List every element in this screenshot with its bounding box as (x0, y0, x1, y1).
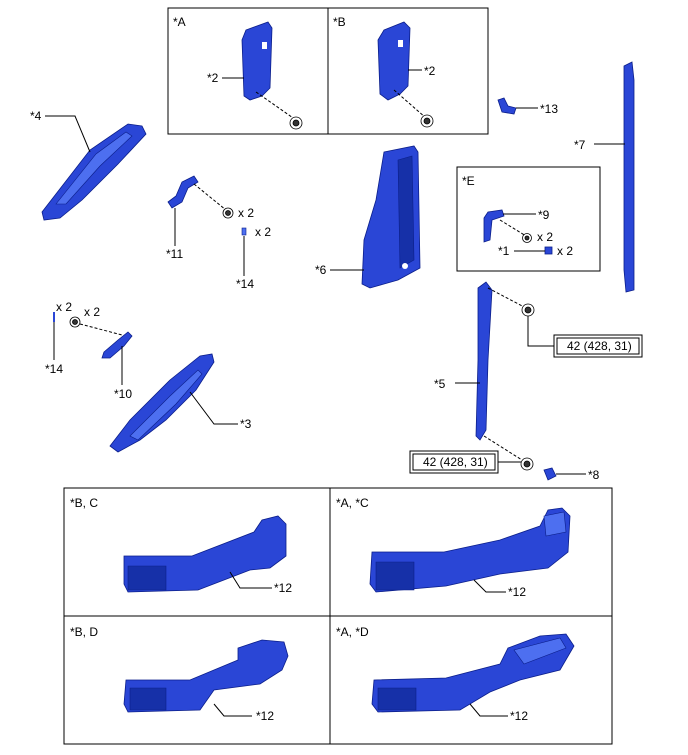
callout-13: *13 (540, 102, 558, 116)
clip-13 (497, 97, 517, 115)
callout-14a: *14 (236, 277, 254, 291)
assist-grip-9 (483, 209, 505, 243)
leader-12-bc (229, 571, 272, 589)
callout-6: *6 (315, 263, 327, 277)
cell-bd-label: *B, D (70, 625, 98, 639)
callout-11: *11 (166, 247, 183, 261)
callout-12-ad: *12 (510, 709, 528, 723)
box-e-frame (456, 166, 601, 272)
cell-bc-label: *B, C (70, 496, 98, 510)
callout-12-bd: *12 (256, 709, 274, 723)
leader-12-ad (469, 703, 508, 717)
box-a-label: *A (173, 15, 186, 29)
bolt-upper (521, 303, 535, 317)
pillar-garnish-2b-clip-hole (398, 40, 403, 47)
weatherstrip-7 (623, 61, 635, 293)
center-pillar-garnish-6-side (397, 155, 415, 269)
scuff-plate-12-ac-grid (543, 511, 567, 537)
scuff-plate-12-ac (369, 507, 571, 593)
scuff-plate-12-ad-grid (513, 637, 567, 665)
callout-9: *9 (538, 208, 550, 222)
bolt-10 (69, 316, 81, 328)
callout-7: *7 (574, 138, 586, 152)
torque-box-lower-inner (412, 453, 496, 471)
scuff-plate-12-ad-end (377, 687, 417, 711)
assist-grip-11 (167, 175, 199, 209)
leader-torque-upper (527, 316, 554, 347)
scuff-plate-12-bc-end (127, 565, 167, 591)
leader-5-lower-bolt (483, 435, 523, 461)
pillar-garnish-2a (241, 21, 273, 101)
leader-12-ac (473, 579, 506, 593)
screw-2a (289, 116, 303, 130)
box-a-b-group: *A *B *2 *2 (167, 7, 489, 135)
pillar-garnish-2b (377, 21, 411, 101)
scuff-plate-12-ac-end (375, 561, 415, 591)
qty-9-bolt: x 2 (537, 230, 553, 244)
callout-12-ac: *12 (508, 585, 526, 599)
leader-5-upper-bolt (487, 287, 527, 309)
qty-1: x 2 (557, 244, 573, 258)
callout-8: *8 (588, 468, 600, 482)
leader-12-bd (213, 703, 252, 717)
screw-2b (420, 114, 434, 128)
clip-8 (543, 467, 557, 481)
bolt-lower (520, 457, 534, 471)
box-e-group: *E *9 x 2 *1 x 2 (456, 166, 601, 272)
callout-10: *10 (114, 387, 132, 401)
qty-14b: x 2 (56, 300, 72, 314)
leader-11-bolt (193, 183, 227, 211)
scuff-plate-12-bd-end (129, 687, 167, 711)
leader-9-bolt (499, 219, 527, 237)
leader-2b-bolt (393, 89, 427, 119)
callout-3: *3 (240, 417, 252, 431)
callout-4: *4 (30, 109, 42, 123)
scuff-plate-grid: *B, C *A, *C *B, D *A, *D *12 *12 *12 *1… (63, 487, 613, 745)
pillar-garnish-4-highlight (55, 131, 133, 205)
box-b-label: *B (333, 15, 346, 29)
center-pillar-garnish-6-hole (402, 263, 408, 269)
leader-4 (45, 115, 91, 153)
clip-1 (544, 246, 553, 255)
torque-box-upper-inner (556, 337, 640, 355)
qty-14a: x 2 (255, 225, 271, 239)
bolt-11 (222, 207, 234, 219)
clip-14a (241, 227, 247, 236)
pillar-garnish-2a-clip-hole (262, 42, 267, 49)
cell-ad-label: *A, *D (336, 625, 369, 639)
torque-box-upper-outer (553, 334, 643, 358)
leader-2a-bolt (255, 91, 297, 121)
assist-grip-10 (101, 331, 133, 359)
front-pillar-garnish-3 (109, 353, 215, 453)
bolt-9 (522, 233, 532, 243)
cell-ac-label: *A, *C (336, 496, 369, 510)
callout-5: *5 (434, 377, 446, 391)
front-pillar-garnish-3-highlight (129, 369, 203, 441)
callout-12-bc: *12 (274, 581, 292, 595)
torque-upper: 42 (428, 31) (567, 339, 632, 353)
callout-2b: *2 (424, 64, 436, 78)
leader-3 (189, 391, 238, 425)
box-e-label: *E (462, 174, 475, 188)
callout-14b: *14 (45, 362, 63, 376)
callout-1: *1 (498, 244, 510, 258)
qty-10-bolt: x 2 (84, 305, 100, 319)
leader-10-bolt (79, 323, 127, 337)
torque-lower: 42 (428, 31) (423, 455, 488, 469)
qty-11-bolt: x 2 (238, 206, 254, 220)
callout-2a: *2 (207, 71, 219, 85)
pillar-trim-5 (475, 281, 493, 441)
